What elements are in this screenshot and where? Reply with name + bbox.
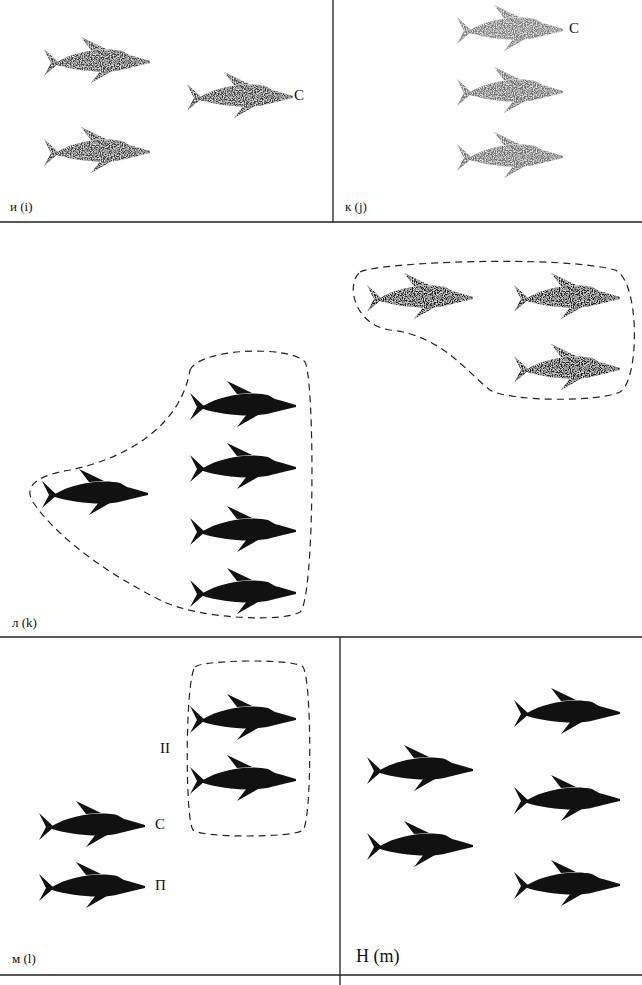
panel-label: м (l) [12, 952, 36, 965]
dolphin-figure [39, 801, 145, 847]
dolphin-figure [190, 381, 296, 427]
dolphin-figure [457, 67, 563, 113]
dolphin-figure [514, 344, 620, 390]
dolphin-figure [367, 745, 473, 791]
dolphin-figure [457, 5, 563, 51]
dolphin-figure [514, 688, 620, 734]
dolphin-figure [187, 72, 293, 118]
dolphin-figure [39, 862, 145, 908]
panel-label: к (j) [345, 200, 367, 213]
dolphin-figure [190, 755, 296, 801]
dolphin-figure [44, 127, 150, 173]
dolphin-figure [367, 821, 473, 867]
dolphin-figure [190, 443, 296, 489]
dolphin-figure [190, 694, 296, 740]
dolphin-marker: С [155, 817, 165, 832]
dolphin-figure [190, 568, 296, 614]
dolphin-figure [44, 37, 150, 83]
dolphin-figure [367, 273, 473, 319]
group-outline [30, 261, 635, 836]
panel-label: и (i) [10, 200, 32, 213]
dolphin-marker: П [155, 878, 166, 893]
dolphin-figure [42, 469, 148, 515]
dolphin-marker: С [569, 21, 579, 36]
panel-label: л (k) [12, 616, 37, 629]
group-marker: II [160, 741, 170, 756]
dolphin-marker: С [294, 88, 304, 103]
dolphin-group [39, 5, 620, 908]
dolphin-figure [514, 775, 620, 821]
dolphin-figure [514, 860, 620, 906]
dolphin-figure [514, 273, 620, 319]
dolphin-figure [457, 132, 563, 178]
panel-label: Н (m) [356, 947, 400, 965]
dolphin-figure [190, 506, 296, 552]
